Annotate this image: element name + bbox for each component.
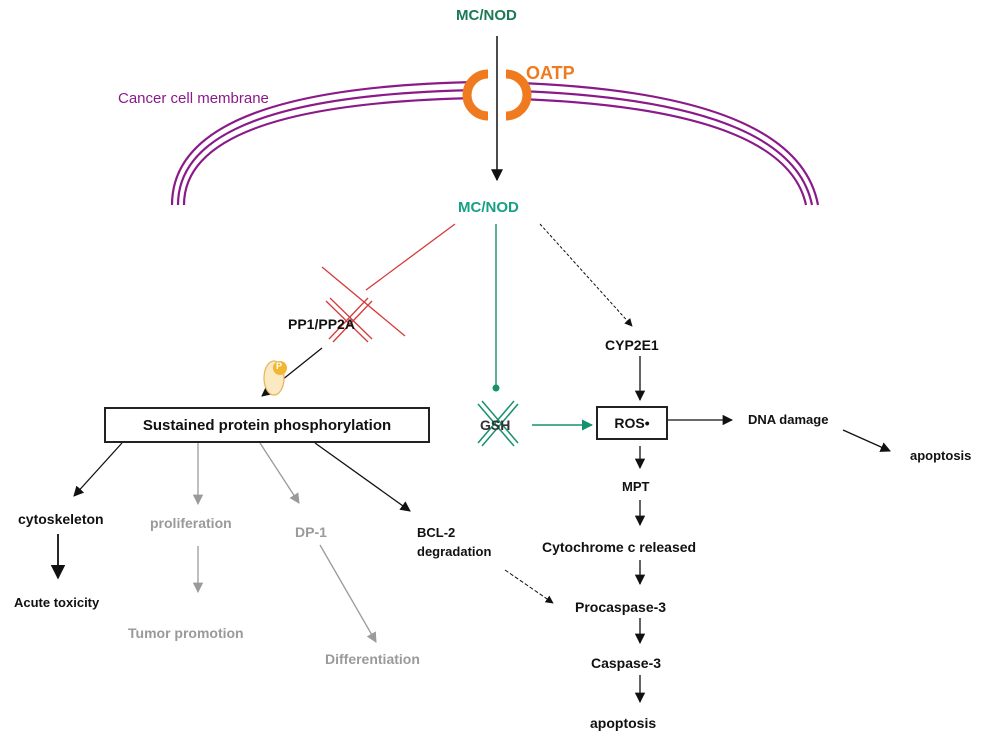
cytoskeleton-label: cytoskeleton: [18, 511, 104, 527]
degradation-label: degradation: [417, 544, 492, 559]
dna-damage-label: DNA damage: [748, 412, 829, 427]
membrane-label: Cancer cell membrane: [118, 90, 269, 107]
phosphate-label: P: [276, 361, 283, 371]
inhibition-line: [365, 223, 456, 291]
differentiation-label: Differentiation: [325, 651, 420, 667]
dna-to-apoptosis-arrow: [842, 429, 891, 452]
phospho-to-bcl2-arrow: [314, 442, 411, 512]
sustained-phosphorylation-box: Sustained protein phosphorylation: [104, 407, 430, 443]
mpt-label: MPT: [622, 479, 650, 494]
mcnod-outside-label: MC/NOD: [456, 7, 517, 24]
bcl2-to-procasp-dashed-arrow: [504, 569, 554, 604]
phospho-to-dp1-arrow: [259, 442, 300, 504]
proliferation-label: proliferation: [150, 515, 232, 531]
gsh-cross-icon: [477, 400, 519, 447]
gsh-depletion-end: [492, 384, 500, 392]
phosphate-icon: [263, 360, 287, 396]
gsh-label: GSH: [480, 417, 511, 433]
tumor-promotion-label: Tumor promotion: [128, 625, 244, 641]
dp1-label: DP-1: [295, 524, 327, 540]
cyp2e1-label: CYP2E1: [605, 337, 659, 353]
pp-cross-icon: [321, 266, 406, 343]
phospho-to-cytoskeleton-arrow: [73, 442, 123, 497]
mcnod-inside-label: MC/NOD: [458, 199, 519, 216]
apoptosis-bottom-label: apoptosis: [590, 715, 657, 731]
apoptosis-right-label: apoptosis: [910, 448, 972, 463]
pp1pp2a-label: PP1/PP2A: [288, 316, 355, 332]
procaspase-label: Procaspase-3: [575, 599, 667, 615]
bcl2-label: BCL-2: [417, 525, 456, 540]
caspase-label: Caspase-3: [591, 655, 662, 671]
cyp2e1-dashed-arrow: [539, 223, 633, 327]
dp1-to-differentiation-arrow: [319, 544, 377, 643]
oatp-label: OATP: [526, 63, 575, 83]
acute-toxicity-label: Acute toxicity: [14, 595, 100, 610]
cytochrome-label: Cytochrome c released: [542, 539, 697, 555]
ros-box: ROS•: [596, 406, 668, 440]
